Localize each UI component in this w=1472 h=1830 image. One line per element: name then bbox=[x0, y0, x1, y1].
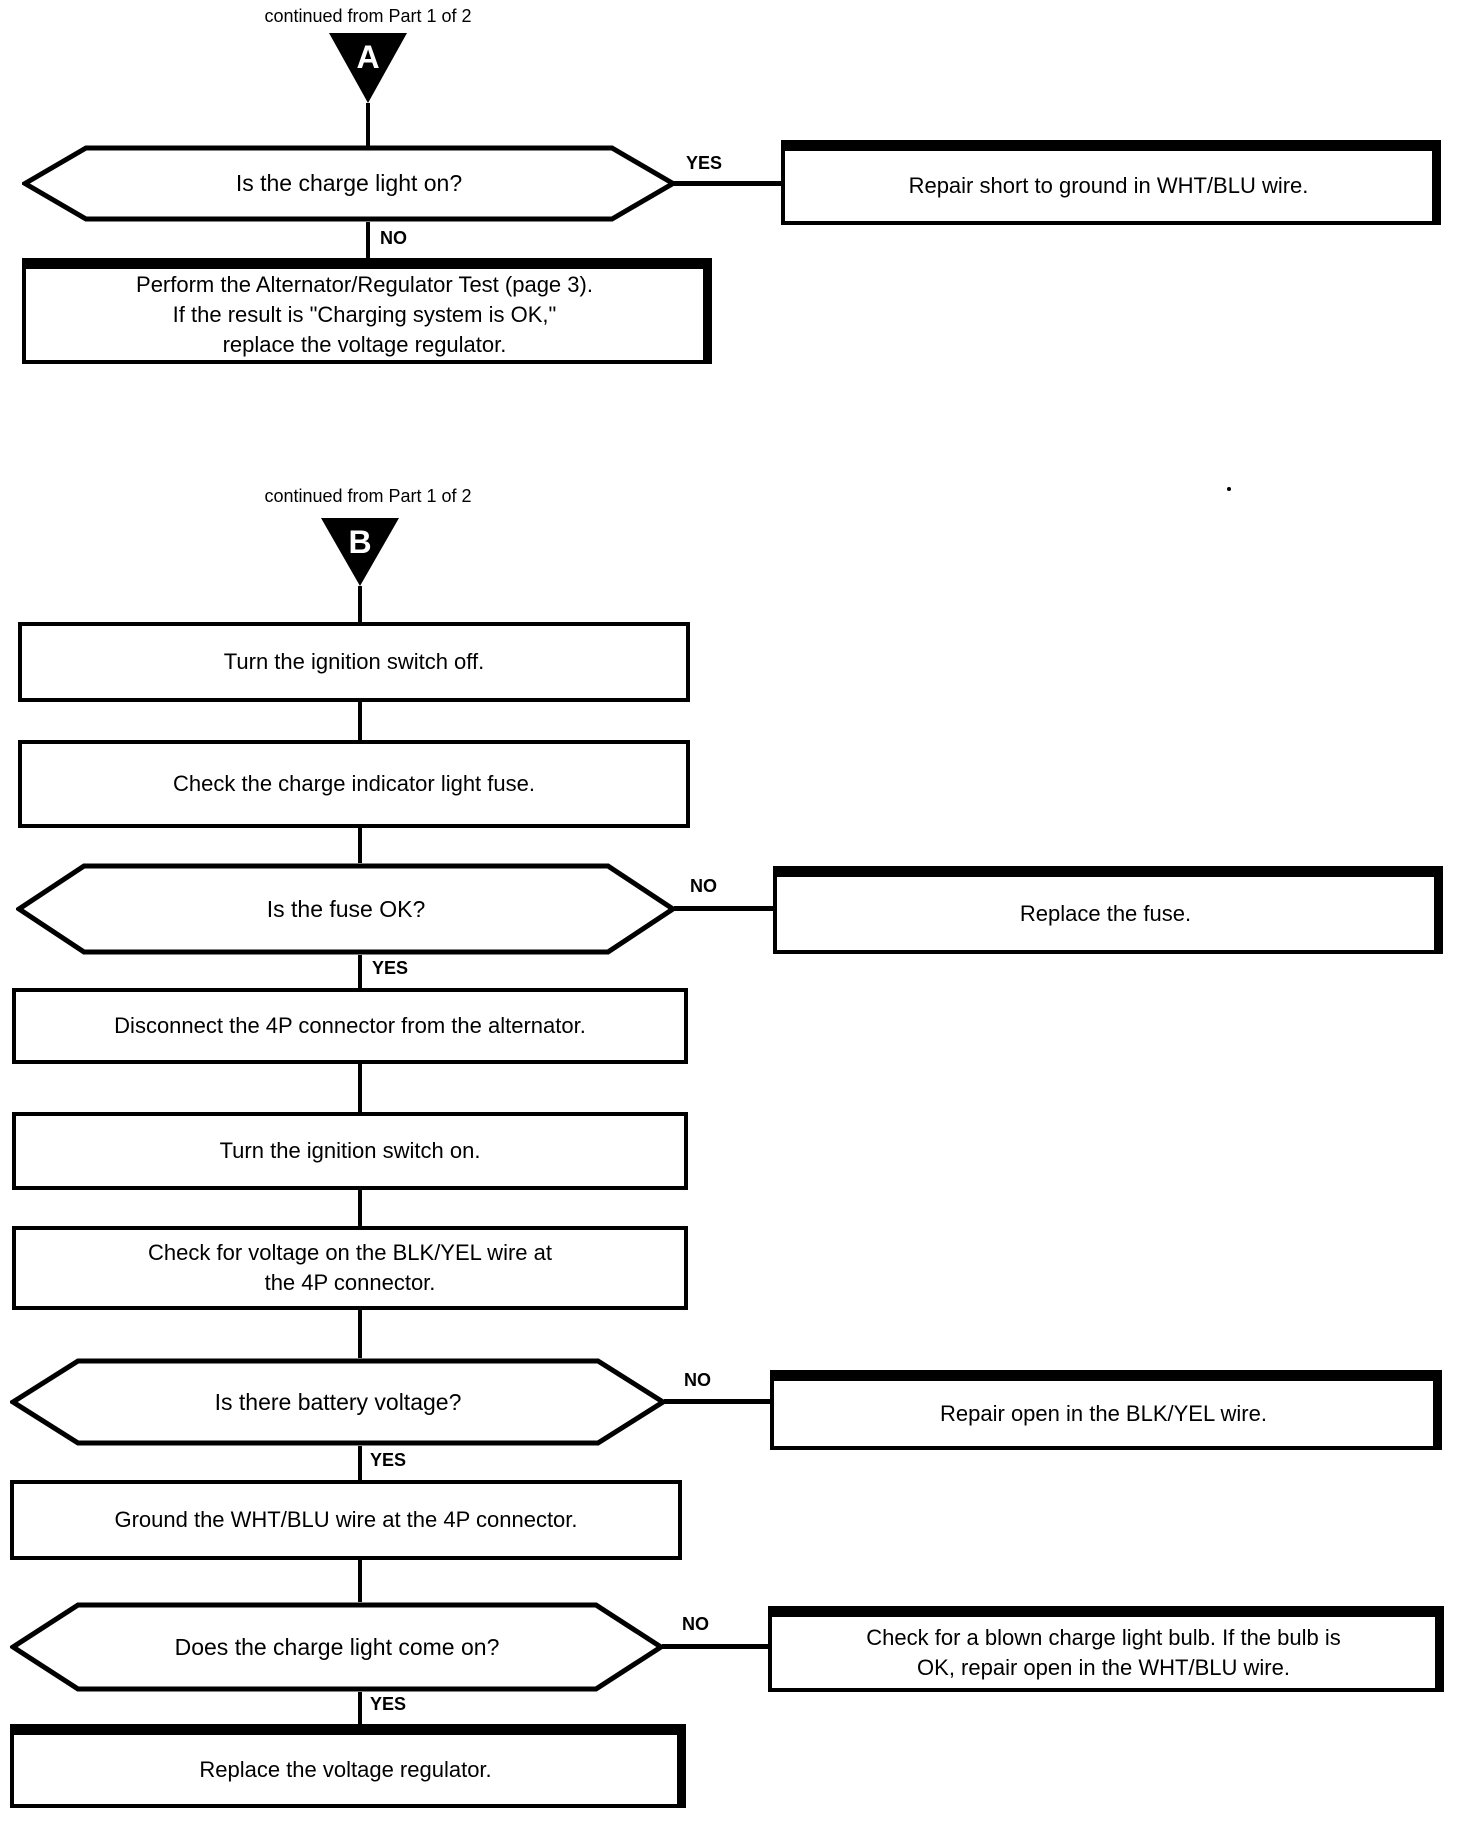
edge-label-yes: YES bbox=[370, 1450, 407, 1470]
continued-label-b: continued from Part 1 of 2 bbox=[264, 486, 472, 506]
edge-label-no: NO bbox=[682, 1614, 709, 1634]
connector-b-letter: B bbox=[348, 524, 372, 560]
action-replace-fuse: Replace the fuse. bbox=[773, 866, 1443, 954]
step-turn-ignition-off-label: Turn the ignition switch off. bbox=[223, 649, 485, 674]
step-check-fuse-label: Check the charge indicator light fuse. bbox=[173, 771, 535, 796]
connector-line bbox=[358, 1692, 362, 1724]
step-check-fuse: Check the charge indicator light fuse. bbox=[18, 740, 690, 828]
continued-label-a: continued from Part 1 of 2 bbox=[264, 6, 472, 26]
decision-fuse-ok: Is the fuse OK? bbox=[16, 863, 676, 955]
connector-a-triangle-icon bbox=[329, 33, 407, 103]
action-check-bulb-label: Check for a blown charge light bulb. If … bbox=[866, 1624, 1341, 1680]
decision-charge-light: Is the charge light on? bbox=[22, 145, 676, 222]
step-check-voltage-label: Check for voltage on the BLK/YEL wire at… bbox=[148, 1240, 552, 1295]
action-perform-test-label: Perform the Alternator/Regulator Test (p… bbox=[136, 271, 593, 357]
connector-line bbox=[358, 1446, 362, 1480]
decision-fuse-ok-label: Is the fuse OK? bbox=[266, 895, 426, 922]
decision-charge-light-come-on-label: Does the charge light come on? bbox=[174, 1633, 500, 1660]
edge-label-yes: YES bbox=[372, 958, 409, 978]
action-replace-regulator: Replace the voltage regulator. bbox=[10, 1724, 686, 1808]
action-check-bulb: Check for a blown charge light bulb. If … bbox=[768, 1606, 1444, 1692]
hexagon-shape bbox=[16, 863, 676, 955]
step-disconnect-4p-label: Disconnect the 4P connector from the alt… bbox=[114, 1013, 586, 1038]
connector-a-letter: A bbox=[356, 39, 380, 75]
decision-charge-light-come-on: Does the charge light come on? bbox=[10, 1602, 664, 1692]
action-replace-regulator-label: Replace the voltage regulator. bbox=[199, 1756, 492, 1782]
step-ground-wire-label: Ground the WHT/BLU wire at the 4P connec… bbox=[114, 1507, 578, 1532]
connector-b: B bbox=[321, 518, 399, 586]
scan-artifact-dot bbox=[1227, 487, 1231, 491]
step-ground-wire: Ground the WHT/BLU wire at the 4P connec… bbox=[10, 1480, 682, 1560]
action-repair-open: Repair open in the BLK/YEL wire. bbox=[770, 1370, 1442, 1450]
connector-line bbox=[674, 906, 773, 911]
hexagon-shape bbox=[10, 1602, 664, 1692]
connector-line bbox=[358, 828, 362, 863]
connector-a: A bbox=[329, 33, 407, 103]
connector-b-triangle-icon bbox=[321, 518, 399, 586]
decision-charge-light-label: Is the charge light on? bbox=[235, 170, 463, 196]
action-replace-fuse-label: Replace the fuse. bbox=[1019, 900, 1192, 926]
step-disconnect-4p: Disconnect the 4P connector from the alt… bbox=[12, 988, 688, 1064]
connector-line bbox=[358, 1560, 362, 1602]
connector-line bbox=[366, 103, 370, 146]
connector-line bbox=[358, 1190, 362, 1226]
hexagon-shape bbox=[22, 145, 676, 222]
edge-label-no: NO bbox=[690, 876, 717, 896]
action-repair-short-label: Repair short to ground in WHT/BLU wire. bbox=[908, 173, 1309, 198]
connector-line bbox=[358, 586, 362, 622]
step-turn-ignition-on: Turn the ignition switch on. bbox=[12, 1112, 688, 1190]
action-perform-test: Perform the Alternator/Regulator Test (p… bbox=[22, 258, 712, 364]
connector-line bbox=[358, 702, 362, 740]
step-turn-ignition-on-label: Turn the ignition switch on. bbox=[219, 1138, 481, 1163]
connector-line bbox=[662, 1644, 768, 1649]
edge-label-no: NO bbox=[684, 1370, 711, 1390]
connector-line bbox=[674, 181, 781, 186]
connector-line bbox=[358, 955, 362, 988]
edge-label-yes: YES bbox=[686, 153, 723, 173]
step-check-voltage: Check for voltage on the BLK/YEL wire at… bbox=[12, 1226, 688, 1310]
edge-label-no: NO bbox=[380, 228, 407, 248]
step-turn-ignition-off: Turn the ignition switch off. bbox=[18, 622, 690, 702]
decision-battery-voltage: Is there battery voltage? bbox=[10, 1358, 666, 1446]
action-repair-short: Repair short to ground in WHT/BLU wire. bbox=[781, 140, 1441, 225]
connector-line bbox=[366, 222, 370, 258]
connector-line bbox=[358, 1310, 362, 1358]
connector-line bbox=[358, 1064, 362, 1112]
edge-label-yes: YES bbox=[370, 1694, 407, 1714]
action-repair-open-label: Repair open in the BLK/YEL wire. bbox=[940, 1400, 1267, 1426]
decision-battery-voltage-label: Is there battery voltage? bbox=[214, 1388, 462, 1415]
connector-line bbox=[664, 1399, 770, 1404]
hexagon-shape bbox=[10, 1358, 666, 1446]
